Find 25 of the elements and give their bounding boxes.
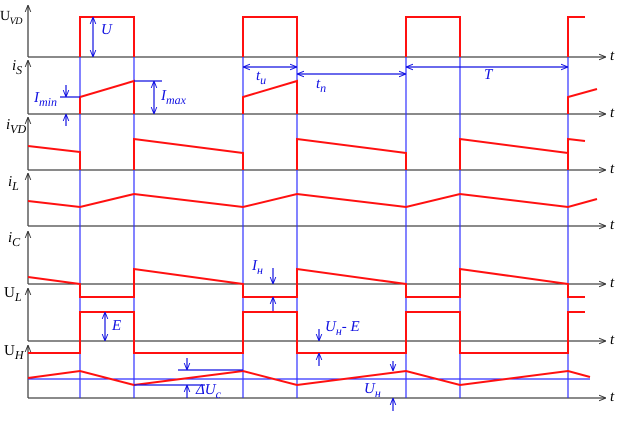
time-axis-label: t xyxy=(610,105,614,122)
axis-label: i$_{S}$ xyxy=(12,58,22,79)
time-axis-label: t xyxy=(610,389,614,406)
dimension-label: t$_{п}$ xyxy=(316,76,326,97)
dimension-label: t$_{и}$ xyxy=(256,68,266,89)
axis-label: i$_{VD}$ xyxy=(6,117,26,138)
dimension-label: I$_{н}$ xyxy=(252,258,263,279)
dimension-label: T xyxy=(484,67,492,84)
axis-label: U$_{L}$ xyxy=(4,285,22,306)
time-axis-label: t xyxy=(610,161,614,178)
time-axis-label: t xyxy=(610,217,614,234)
dimension-label: U xyxy=(101,22,112,39)
dimension-label: ΔU$_{c}$ xyxy=(196,382,221,403)
axis-label: i$_{C}$ xyxy=(8,230,20,251)
axis-label: i$_{L}$ xyxy=(8,174,19,195)
time-axis-label: t xyxy=(610,48,614,65)
time-axis-label: t xyxy=(610,275,614,292)
dimension-label: I$_{max}$ xyxy=(161,88,186,109)
dimension-label: E xyxy=(112,318,122,335)
time-axis-label: t xyxy=(610,332,614,349)
axis-label: U$_{Н}$ xyxy=(4,343,24,364)
dimension-label: U$_{н}$ xyxy=(364,381,381,402)
dimension-label: U$_{н}$- E xyxy=(325,319,360,340)
dimension-label: I$_{min}$ xyxy=(34,90,57,111)
axis-label: U$_{VD}$ xyxy=(0,8,22,29)
